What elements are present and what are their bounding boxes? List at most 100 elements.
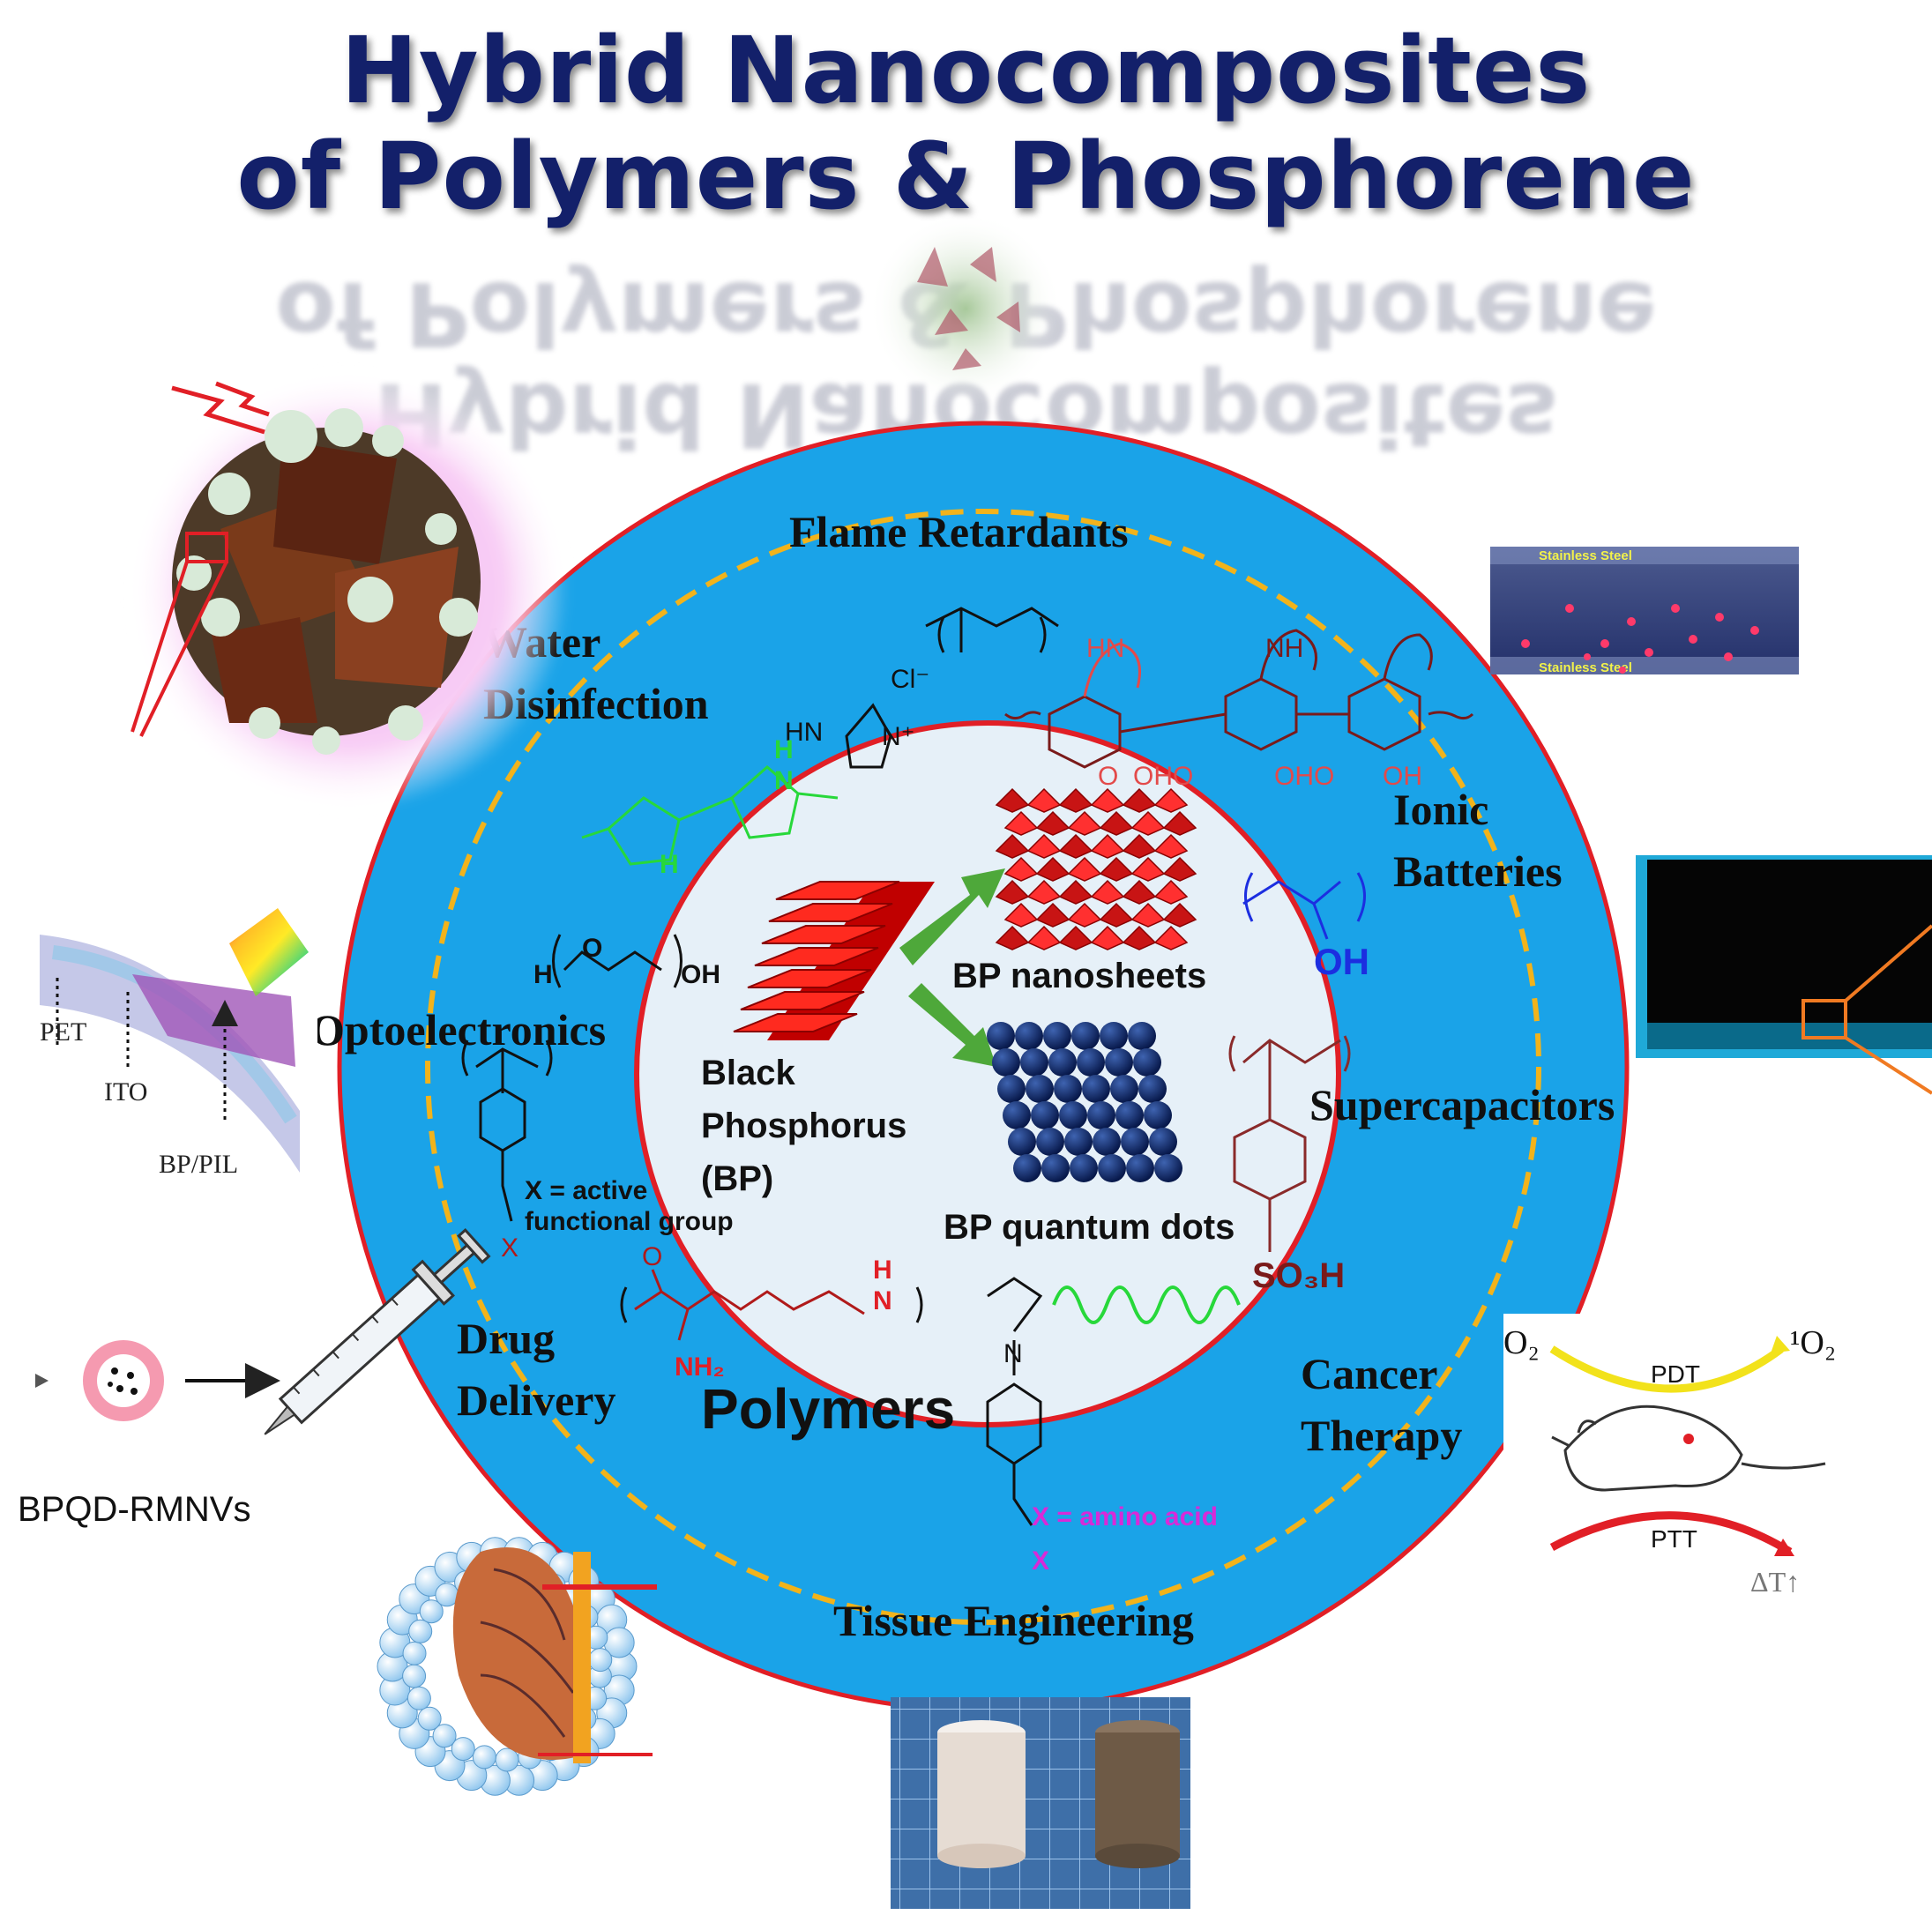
nanosheet-cell bbox=[1153, 925, 1189, 950]
ito-label: ITO bbox=[104, 1077, 147, 1107]
quantum-dot bbox=[1121, 1128, 1149, 1156]
nanosheet-cell bbox=[1162, 902, 1197, 928]
black-phosphorus-stack-icon bbox=[733, 881, 935, 1040]
chem-h-red: H bbox=[873, 1256, 892, 1285]
bp-layer bbox=[747, 969, 872, 988]
bp-label-3: (BP) bbox=[701, 1159, 773, 1198]
chem-nh-ppy: NH bbox=[1265, 634, 1303, 663]
ionic-batteries-inset: Stainless Steel Stainless Steel bbox=[1490, 547, 1799, 675]
quantum-dot bbox=[1013, 1154, 1041, 1182]
chem-n-plus: N⁺ bbox=[882, 722, 915, 751]
lipid-bubble bbox=[402, 1664, 427, 1688]
quantum-dot bbox=[1043, 1022, 1071, 1050]
lipid-bubble bbox=[419, 1599, 444, 1624]
app-ionic-1: Ionic bbox=[1393, 785, 1488, 834]
delta-t-label: ΔT↑ bbox=[1750, 1566, 1800, 1598]
quantum-dot bbox=[1036, 1128, 1064, 1156]
quantum-dot bbox=[1041, 1154, 1070, 1182]
vesicle-inset bbox=[377, 1537, 657, 1796]
chem-peg-oh: OH bbox=[681, 960, 720, 989]
chem-oho-1: OHO bbox=[1133, 762, 1193, 791]
quantum-dot bbox=[1115, 1101, 1144, 1129]
bp-layer bbox=[740, 991, 865, 1010]
quantum-dot bbox=[1064, 1128, 1093, 1156]
nanosheet-cell bbox=[1162, 856, 1197, 882]
bp-layer bbox=[768, 903, 893, 922]
chem-hn-ppy: HN bbox=[1086, 634, 1124, 663]
polymers-label: Polymers bbox=[701, 1377, 955, 1441]
lipid-bubble bbox=[588, 1648, 613, 1673]
quantum-dot bbox=[1082, 1075, 1110, 1103]
chem-x-active-1: X = active bbox=[525, 1176, 647, 1205]
quantum-dot bbox=[1110, 1075, 1138, 1103]
bp-layer bbox=[761, 925, 886, 944]
nanosheet-cell bbox=[1153, 787, 1189, 813]
quantum-dots-label: BP quantum dots bbox=[944, 1208, 1235, 1247]
chem-oho-2: OHO bbox=[1274, 762, 1334, 791]
nanosheet-cell bbox=[1153, 879, 1189, 905]
lipid-bubble bbox=[472, 1745, 496, 1770]
lipid-bubble bbox=[495, 1747, 519, 1772]
nanosheet-cell bbox=[1162, 810, 1197, 836]
stainless-steel-bottom: Stainless Steel bbox=[1539, 660, 1632, 675]
chem-hn: HN bbox=[785, 718, 823, 747]
quantum-dot bbox=[1149, 1128, 1177, 1156]
quantum-dot bbox=[1128, 1022, 1156, 1050]
chem-x-amino: X = amino acid bbox=[1032, 1502, 1218, 1531]
quantum-dot bbox=[1144, 1101, 1172, 1129]
quantum-dot bbox=[987, 1022, 1015, 1050]
chem-oh-3: OH bbox=[1383, 762, 1422, 791]
lipid-bubble bbox=[417, 1706, 442, 1731]
quantum-dot bbox=[1059, 1101, 1087, 1129]
quantum-dot bbox=[1026, 1075, 1054, 1103]
lipid-bubble bbox=[451, 1737, 475, 1762]
chem-n-black: N bbox=[1003, 1339, 1023, 1368]
polymer-structures bbox=[461, 607, 1474, 1526]
quantum-dot bbox=[1031, 1101, 1059, 1129]
chem-o-ppy: O bbox=[1098, 762, 1118, 791]
app-flame-retardants: Flame Retardants bbox=[789, 507, 1129, 556]
water-disinfection-inset bbox=[128, 370, 569, 811]
chem-nh2: NH₂ bbox=[675, 1352, 725, 1382]
chem-n-green: N bbox=[774, 766, 794, 795]
bpqd-label: BPQD-RMNVs bbox=[18, 1490, 250, 1529]
lipid-bubble bbox=[408, 1619, 433, 1643]
chem-x-active-2: functional group bbox=[525, 1207, 734, 1236]
supercapacitor-inset bbox=[1636, 855, 1932, 1095]
quantum-dot bbox=[992, 1048, 1020, 1077]
ptt-label: PTT bbox=[1651, 1525, 1697, 1553]
quantum-dot bbox=[1098, 1154, 1126, 1182]
bp-nanosheets-icon bbox=[995, 787, 1197, 950]
quantum-dot bbox=[997, 1075, 1026, 1103]
bp-layer bbox=[775, 881, 900, 900]
app-tissue-engineering: Tissue Engineering bbox=[833, 1596, 1194, 1645]
quantum-dot bbox=[1003, 1101, 1031, 1129]
o2-label: O₂ bbox=[1503, 1324, 1540, 1361]
chem-cl: Cl⁻ bbox=[891, 665, 929, 694]
chem-so3h: SO₃H bbox=[1252, 1256, 1345, 1295]
title-line-2: of Polymers & Phosphorene bbox=[236, 123, 1696, 230]
app-optoelectronics: Optoelectronics bbox=[310, 1005, 606, 1054]
dashed-ring bbox=[425, 509, 1541, 1625]
quantum-dot bbox=[1015, 1022, 1043, 1050]
quantum-dot bbox=[1054, 1075, 1082, 1103]
bp-layer bbox=[733, 1013, 858, 1032]
app-supercapacitors: Supercapacitors bbox=[1309, 1080, 1615, 1129]
tissue-engineering-inset bbox=[891, 1697, 1190, 1909]
chem-x-purple: X bbox=[1032, 1546, 1049, 1576]
quantum-dot bbox=[1105, 1048, 1133, 1077]
chem-peg-h: H bbox=[533, 960, 553, 989]
chem-n-red: N bbox=[873, 1286, 892, 1315]
quantum-dot bbox=[1154, 1154, 1182, 1182]
nanosheets-label: BP nanosheets bbox=[952, 957, 1206, 995]
drug-delivery-inset: BPQD-RMNVs bbox=[18, 1227, 491, 1529]
transform-arrows bbox=[899, 868, 1005, 1067]
quantum-dot bbox=[1133, 1048, 1161, 1077]
app-drug-1: Drug bbox=[457, 1314, 555, 1363]
quantum-dot bbox=[1071, 1022, 1100, 1050]
chem-oh-blue: OH bbox=[1314, 941, 1369, 982]
bp-quantum-dots-icon bbox=[987, 1022, 1182, 1182]
pdt-label: PDT bbox=[1651, 1360, 1700, 1388]
quantum-dot bbox=[1087, 1101, 1115, 1129]
bp-layer bbox=[754, 947, 879, 966]
